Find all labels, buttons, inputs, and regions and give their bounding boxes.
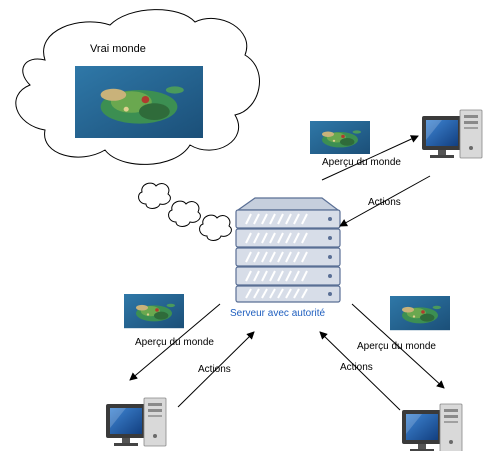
preview-label: Aperçu du monde [322, 157, 401, 168]
cloud-title: Vrai monde [90, 43, 146, 55]
preview-arrow [321, 135, 419, 181]
preview-arrow [129, 303, 221, 381]
client-top-right: Aperçu du monde Actions [310, 109, 483, 227]
actions-label: Actions [340, 362, 373, 373]
client-bottom-right: Aperçu du monde Actions [319, 296, 463, 451]
actions-arrow [339, 175, 431, 227]
preview-arrow [351, 303, 445, 389]
computer-icon [105, 397, 167, 447]
computer-icon [421, 109, 483, 159]
server-label: Serveur avec autorité [230, 308, 325, 319]
actions-label: Actions [198, 364, 231, 375]
authoritative-server [235, 197, 341, 303]
world-preview-image [390, 296, 450, 331]
world-preview-image [124, 294, 184, 329]
world-preview-image [310, 121, 370, 154]
thought-bubbles [138, 182, 232, 241]
actions-arrow [319, 331, 401, 411]
world-image [75, 66, 203, 138]
actions-label: Actions [368, 197, 401, 208]
preview-label: Aperçu du monde [135, 337, 214, 348]
client-bottom-left: Aperçu du monde Actions [105, 294, 255, 447]
actions-arrow [177, 331, 255, 408]
computer-icon [401, 403, 463, 451]
real-world-cloud: Vrai monde [15, 9, 260, 165]
preview-label: Aperçu du monde [357, 341, 436, 352]
